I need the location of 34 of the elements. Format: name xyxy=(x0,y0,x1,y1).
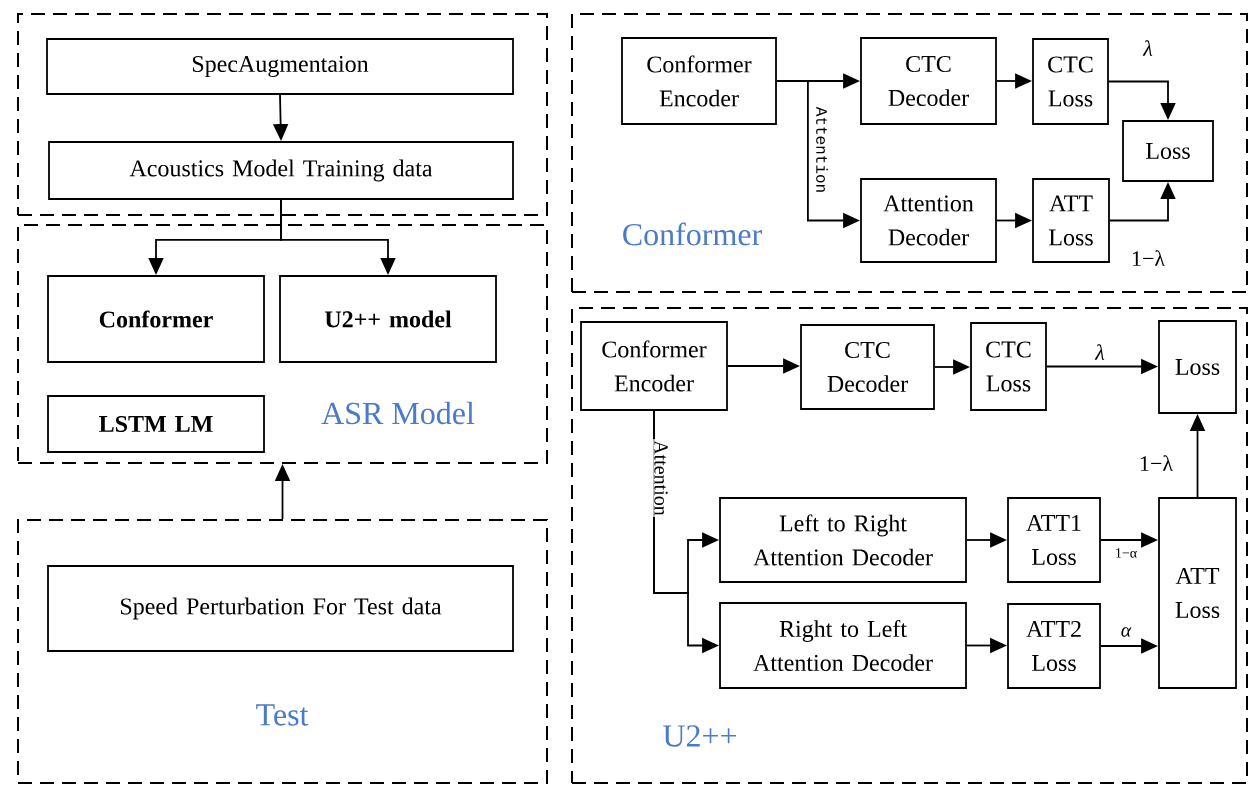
process-box: CTC Decoder xyxy=(860,37,997,125)
process-box: ATT Loss xyxy=(1032,178,1110,263)
process-box: ATT Loss xyxy=(1158,497,1237,689)
process-box: CTC Decoder xyxy=(800,324,935,410)
process-box: ATT1 Loss xyxy=(1007,497,1101,583)
edge-label: 1−λ xyxy=(1137,454,1175,472)
process-box: Right to Left Attention Decoder xyxy=(719,602,967,689)
edge-label: 1−λ xyxy=(1129,249,1167,267)
group-title: Test xyxy=(256,704,309,726)
edge-label: λ xyxy=(1094,343,1106,361)
group-title: Conformer xyxy=(623,222,762,246)
process-box: LSTM LM xyxy=(47,395,265,453)
process-box: Conformer xyxy=(47,275,265,363)
group-title: ASR Model xyxy=(321,401,475,425)
process-box: Loss xyxy=(1122,120,1214,182)
process-box: Conformer Encoder xyxy=(580,321,728,411)
process-box: Loss xyxy=(1158,320,1237,414)
process-box: Acoustics Model Training data xyxy=(48,141,514,200)
process-box: ATT2 Loss xyxy=(1007,603,1101,689)
edge-label: λ xyxy=(1142,39,1154,57)
process-box: CTC Loss xyxy=(1032,38,1109,125)
process-box: CTC Loss xyxy=(970,322,1047,411)
process-box: Attention Decoder xyxy=(860,178,997,263)
process-box: Left to Right Attention Decoder xyxy=(719,497,967,583)
group-title: U2++ xyxy=(663,725,737,747)
edge-label: Attention xyxy=(653,439,669,517)
edge-label: Attention xyxy=(815,105,829,195)
process-box: Conformer Encoder xyxy=(621,37,777,125)
process-box: U2++ model xyxy=(279,275,497,363)
process-box: SpecAugmentaion xyxy=(46,38,514,95)
edge-label: 1−α xyxy=(1113,547,1139,559)
dashed-group-box xyxy=(17,13,548,216)
edge-label: α xyxy=(1119,626,1133,638)
process-box: Speed Perturbation For Test data xyxy=(47,565,514,652)
